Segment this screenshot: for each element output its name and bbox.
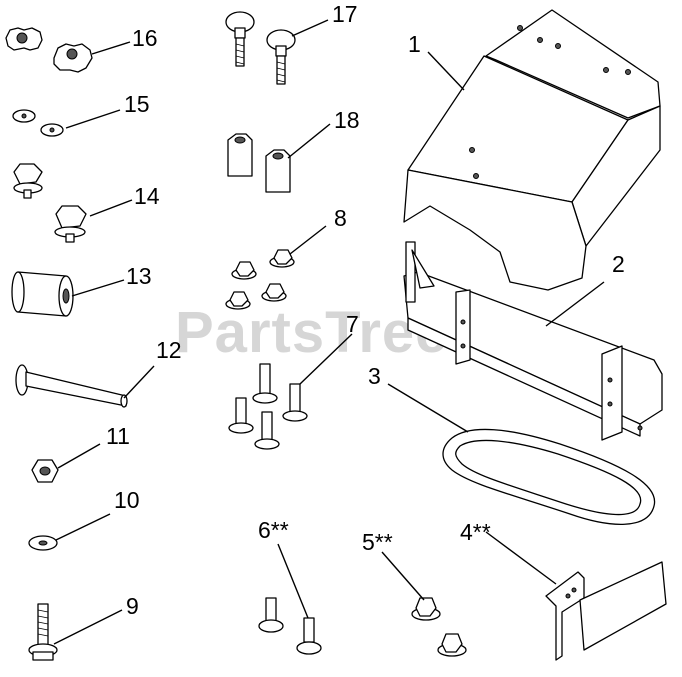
part-7-short-bolts <box>228 363 308 450</box>
callout-16: 16 <box>132 25 158 51</box>
callout-3: 3 <box>368 363 381 389</box>
callout-17: 17 <box>332 1 358 27</box>
part-3-belt <box>442 428 656 525</box>
callout-8: 8 <box>334 205 347 231</box>
part-4-deflector-bracket <box>545 561 667 661</box>
callout-7: 7 <box>346 311 359 337</box>
part-17-carriage-bolts <box>225 11 296 85</box>
callout-14: 14 <box>134 183 160 209</box>
callout-4: 4** <box>460 519 491 545</box>
part-10-washer <box>28 535 58 551</box>
part-14-hex-bolts <box>13 163 87 243</box>
callout-1: 1 <box>408 31 421 57</box>
part-1-belt-cover <box>403 9 661 291</box>
callout-2: 2 <box>612 251 625 277</box>
part-5-flange-nuts <box>411 597 467 657</box>
callout-13: 13 <box>126 263 152 289</box>
watermark-text: PartsTree <box>175 300 448 365</box>
callout-15: 15 <box>124 91 150 117</box>
watermark: PartsTree TM <box>175 300 500 365</box>
part-8-flange-nuts <box>225 249 295 310</box>
part-9-flange-bolt <box>28 603 58 661</box>
leader-lines <box>53 19 605 645</box>
part-2-frame-bracket <box>403 241 663 441</box>
callout-11: 11 <box>106 423 130 449</box>
part-11-nut <box>31 459 59 483</box>
callout-10: 10 <box>114 487 140 513</box>
callout-9: 9 <box>126 593 139 619</box>
callout-12: 12 <box>156 337 182 363</box>
callout-5: 5** <box>362 529 393 555</box>
callout-labels: 1 2 3 4** 5** 6** 7 8 9 10 11 12 13 14 1… <box>106 1 625 619</box>
callout-18: 18 <box>334 107 360 133</box>
callout-6: 6** <box>258 517 289 543</box>
part-6-bolts <box>258 597 322 655</box>
part-15-washers <box>12 109 64 137</box>
part-12-carriage-bolt <box>15 364 128 408</box>
part-13-spacer <box>11 271 74 317</box>
part-16-knobs <box>5 27 93 73</box>
part-18-coupling-nuts <box>227 133 291 193</box>
